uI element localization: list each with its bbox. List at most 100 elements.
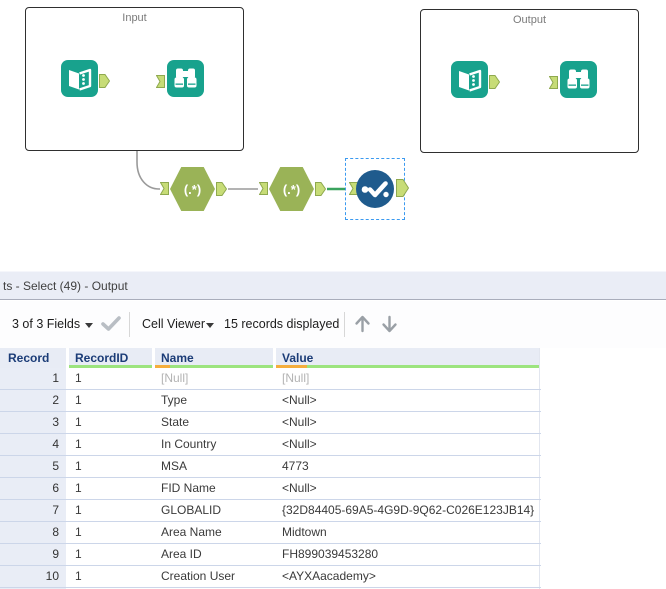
chevron-down-icon[interactable]	[206, 323, 215, 329]
results-panel-title: ts - Select (49) - Output	[3, 279, 128, 293]
data-quality-bar	[69, 365, 152, 368]
table-row[interactable]: 7 1 GLOBALID {32D84405-69A5-4G9D-9Q62-C0…	[0, 500, 541, 522]
recordid-cell[interactable]: 1	[69, 456, 152, 477]
value-cell[interactable]: <Null>	[276, 434, 540, 455]
book-icon	[459, 69, 482, 92]
output-anchor	[216, 182, 227, 196]
column-header-name[interactable]: Name	[155, 348, 273, 368]
column-gap	[66, 348, 69, 368]
records-displayed-label: 15 records displayed	[224, 317, 340, 331]
name-cell[interactable]: GLOBALID	[155, 500, 273, 521]
column-header-value[interactable]: Value	[276, 348, 540, 368]
recordid-cell[interactable]: 1	[69, 412, 152, 433]
table-row[interactable]: 5 1 MSA 4773	[0, 456, 541, 478]
fields-summary-dropdown[interactable]: 3 of 3 Fields	[12, 317, 81, 331]
table-row[interactable]: 8 1 Area Name Midtown	[0, 522, 541, 544]
output-anchor	[396, 179, 409, 197]
cell-viewer-dropdown[interactable]: Cell Viewer	[142, 317, 205, 331]
name-cell[interactable]: [Null]	[155, 368, 273, 389]
record-number-cell[interactable]: 3	[0, 412, 66, 433]
table-row[interactable]: 1 1 [Null] [Null]	[0, 368, 541, 390]
record-number-cell[interactable]: 8	[0, 522, 66, 543]
value-cell[interactable]: <Null>	[276, 412, 540, 433]
name-cell[interactable]: In Country	[155, 434, 273, 455]
name-cell[interactable]: MSA	[155, 456, 273, 477]
input-data-tool[interactable]	[61, 60, 98, 97]
value-cell[interactable]: <Null>	[276, 478, 540, 499]
book-icon	[69, 68, 92, 91]
value-cell[interactable]: [Null]	[276, 368, 540, 389]
browse-tool-output[interactable]	[560, 61, 597, 98]
recordid-cell[interactable]: 1	[69, 478, 152, 499]
recordid-cell[interactable]: 1	[69, 522, 152, 543]
input-anchor	[259, 182, 268, 195]
value-cell[interactable]: 4773	[276, 456, 540, 477]
regex-tool-label: (.*)	[282, 181, 301, 197]
value-cell[interactable]: <Null>	[276, 390, 540, 411]
record-number-cell[interactable]: 4	[0, 434, 66, 455]
record-number-cell[interactable]: 6	[0, 478, 66, 499]
workflow-canvas[interactable]: Input Output	[0, 0, 666, 271]
name-cell[interactable]: Type	[155, 390, 273, 411]
data-quality-bar	[276, 365, 539, 368]
grid-header-row: Record RecordID Name Value	[0, 348, 541, 368]
value-cell[interactable]: FH899039453280	[276, 544, 540, 565]
toolbar-separator	[129, 312, 130, 337]
name-cell[interactable]: Creation User	[155, 566, 273, 587]
input-data-tool-output[interactable]	[451, 61, 488, 98]
chevron-down-icon[interactable]	[85, 323, 94, 329]
scroll-down-arrow-icon[interactable]	[380, 314, 399, 334]
output-anchor	[489, 75, 500, 89]
container-label: Output	[512, 14, 547, 26]
record-number-cell[interactable]: 2	[0, 390, 66, 411]
value-cell[interactable]: {32D84405-69A5-4G9D-9Q62-C026E123JB14}	[276, 500, 540, 521]
recordid-cell[interactable]: 1	[69, 434, 152, 455]
input-anchor	[156, 75, 165, 88]
scroll-up-arrow-icon[interactable]	[353, 314, 372, 334]
name-cell[interactable]: Area Name	[155, 522, 273, 543]
table-row[interactable]: 2 1 Type <Null>	[0, 390, 541, 412]
toolbar-separator	[344, 312, 345, 337]
tool-container-input[interactable]: Input	[25, 7, 244, 151]
recordid-cell[interactable]: 1	[69, 544, 152, 565]
name-cell[interactable]: Area ID	[155, 544, 273, 565]
column-header-label: Name	[161, 351, 194, 365]
column-header-label: RecordID	[75, 351, 129, 365]
name-cell[interactable]: FID Name	[155, 478, 273, 499]
table-row[interactable]: 10 1 Creation User <AYXAacademy>	[0, 566, 541, 588]
regex-tool-label: (.*)	[183, 181, 202, 197]
column-header-record[interactable]: Record	[0, 348, 66, 368]
recordid-cell[interactable]: 1	[69, 368, 152, 389]
table-row[interactable]: 9 1 Area ID FH899039453280	[0, 544, 541, 566]
name-cell[interactable]: State	[155, 412, 273, 433]
apply-checkmark-icon[interactable]	[100, 315, 122, 332]
checkmark-icon	[367, 181, 388, 198]
table-row[interactable]: 4 1 In Country <Null>	[0, 434, 541, 456]
input-anchor	[349, 182, 358, 195]
results-panel-header: ts - Select (49) - Output	[0, 271, 666, 300]
table-row[interactable]: 6 1 FID Name <Null>	[0, 478, 541, 500]
browse-tool[interactable]	[167, 60, 204, 97]
recordid-cell[interactable]: 1	[69, 390, 152, 411]
output-anchor	[315, 182, 326, 196]
select-tool[interactable]	[356, 170, 394, 208]
value-cell[interactable]: <AYXAacademy>	[276, 566, 540, 587]
data-quality-bar	[155, 365, 273, 368]
column-gap	[273, 348, 276, 368]
results-toolbar: 3 of 3 Fields Cell Viewer 15 records dis…	[0, 301, 666, 348]
table-row[interactable]: 3 1 State <Null>	[0, 412, 541, 434]
record-number-cell[interactable]: 10	[0, 566, 66, 587]
value-cell[interactable]: Midtown	[276, 522, 540, 543]
container-label: Input	[122, 12, 147, 24]
record-number-cell[interactable]: 5	[0, 456, 66, 477]
record-number-cell[interactable]: 9	[0, 544, 66, 565]
select-icon-dot-left	[361, 186, 369, 193]
record-number-cell[interactable]: 1	[0, 368, 66, 389]
binoculars-icon	[567, 69, 590, 89]
record-number-cell[interactable]: 7	[0, 500, 66, 521]
recordid-cell[interactable]: 1	[69, 500, 152, 521]
binoculars-icon	[174, 68, 197, 88]
recordid-cell[interactable]: 1	[69, 566, 152, 587]
column-header-recordid[interactable]: RecordID	[69, 348, 152, 368]
